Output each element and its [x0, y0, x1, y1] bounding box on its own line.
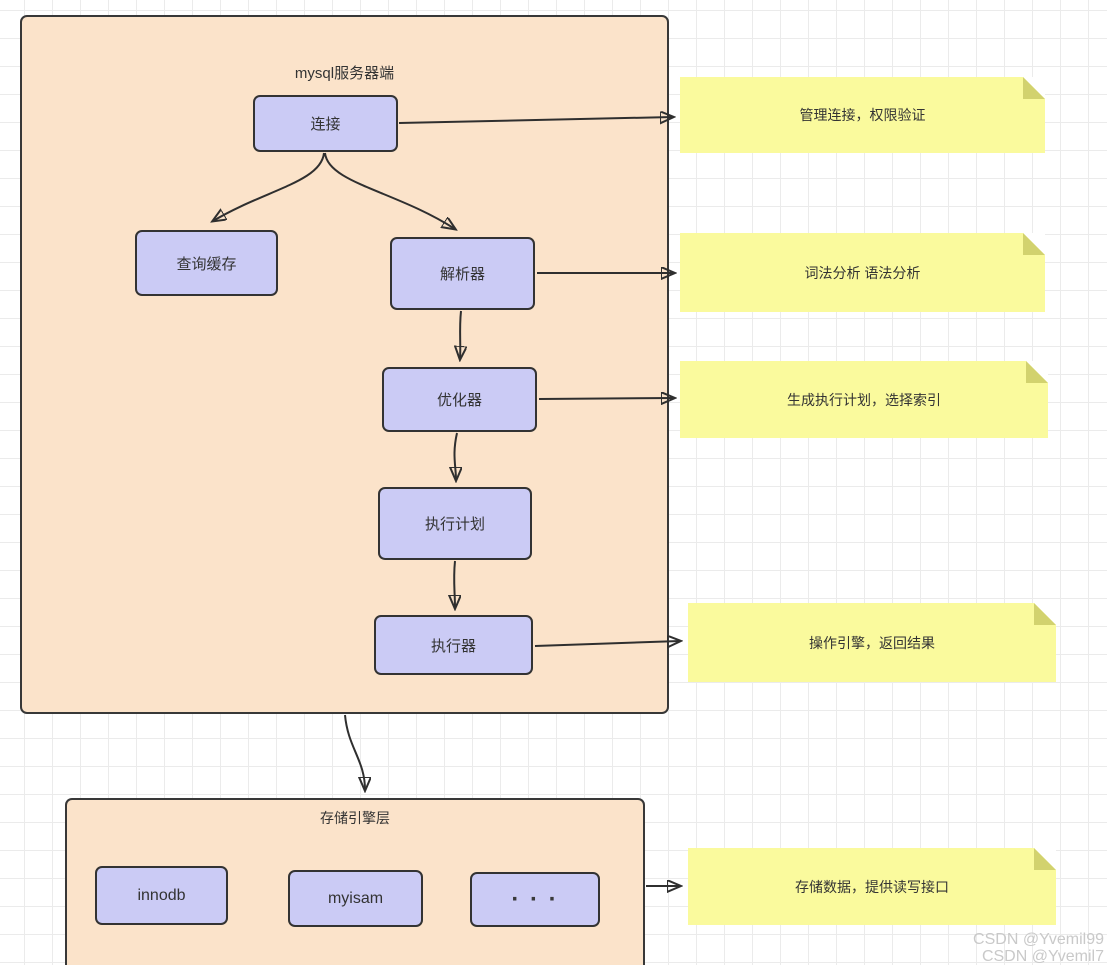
mysql-server-title: mysql服务器端	[294, 65, 395, 82]
node-connection: 连接	[253, 95, 398, 152]
node-innodb: innodb	[95, 866, 228, 925]
csdn-watermark: CSDN @Yvemil99 CSDN @Yvemil7	[973, 931, 1104, 965]
note-storage: 存储数据，提供读写接口	[688, 848, 1056, 925]
storage-engine-title: 存储引擎层	[320, 810, 390, 826]
note-executor-text: 操作引擎，返回结果	[809, 634, 935, 651]
node-myisam: myisam	[288, 870, 423, 927]
note-connection: 管理连接，权限验证	[680, 77, 1045, 153]
watermark-line2: CSDN @Yvemil7	[981, 948, 1104, 965]
node-other-engines: · · ·	[470, 872, 600, 927]
note-parser: 词法分析 语法分析	[680, 233, 1045, 312]
node-optimizer: 优化器	[382, 367, 537, 432]
node-execution-plan: 执行计划	[378, 487, 532, 560]
note-storage-text: 存储数据，提供读写接口	[795, 878, 949, 895]
node-query-cache: 查询缓存	[135, 230, 278, 296]
note-optimizer: 生成执行计划，选择索引	[680, 361, 1048, 438]
node-parser: 解析器	[390, 237, 535, 310]
arrow-server-to-storage	[344, 714, 365, 790]
node-executor: 执行器	[374, 615, 533, 675]
note-optimizer-text: 生成执行计划，选择索引	[787, 391, 941, 408]
note-connection-text: 管理连接，权限验证	[799, 107, 926, 123]
watermark-line1: CSDN @Yvemil99	[973, 931, 1104, 948]
note-parser-text: 词法分析 语法分析	[804, 264, 921, 281]
note-executor: 操作引擎，返回结果	[688, 603, 1056, 682]
